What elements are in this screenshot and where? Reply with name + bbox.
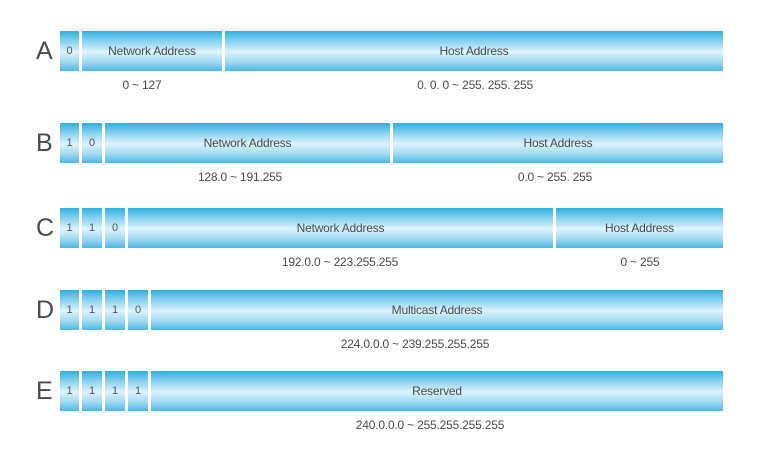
bit-cell: 0 xyxy=(60,31,79,71)
network-address-segment: Network Address xyxy=(82,31,222,71)
network-range: 128.0 ~ 191.255 xyxy=(197,170,283,184)
class-c-row: C 1 1 0 Network Address Host Address 192… xyxy=(0,208,770,298)
host-address-segment: Host Address xyxy=(393,123,723,163)
class-e-row: E 1 1 1 1 Reserved 240.0.0.0 ~ 255.255.2… xyxy=(0,371,770,461)
class-d-row: D 1 1 1 0 Multicast Address 224.0.0.0 ~ … xyxy=(0,290,770,380)
bit-cell: 0 xyxy=(82,123,102,163)
bit-cell: 1 xyxy=(82,208,102,248)
multicast-range: 224.0.0.0 ~ 239.255.255.255 xyxy=(340,337,490,351)
network-range: 0 ~ 127 xyxy=(122,78,162,92)
class-a-row: A 0 Network Address Host Address 0 ~ 127… xyxy=(0,31,770,121)
bit-cell: 1 xyxy=(60,208,79,248)
reserved-range: 240.0.0.0 ~ 255.255.255.255 xyxy=(355,418,505,432)
bit-cell: 1 xyxy=(82,371,102,411)
bit-cell: 0 xyxy=(128,290,148,330)
host-range: 0.0 ~ 255. 255 xyxy=(517,170,593,184)
bit-cell: 1 xyxy=(105,371,125,411)
reserved-segment: Reserved xyxy=(151,371,723,411)
host-address-segment: Host Address xyxy=(225,31,723,71)
class-b-row: B 1 0 Network Address Host Address 128.0… xyxy=(0,123,770,213)
bit-cell: 1 xyxy=(60,123,79,163)
network-address-segment: Network Address xyxy=(105,123,390,163)
multicast-address-segment: Multicast Address xyxy=(151,290,723,330)
network-address-segment: Network Address xyxy=(128,208,553,248)
bit-cell: 1 xyxy=(128,371,148,411)
network-range: 192.0.0 ~ 223.255.255 xyxy=(281,255,399,269)
bit-cell: 0 xyxy=(105,208,125,248)
class-letter: A xyxy=(36,37,53,65)
class-letter: B xyxy=(36,129,53,157)
bit-cell: 1 xyxy=(60,290,79,330)
bit-cell: 1 xyxy=(82,290,102,330)
host-range: 0. 0. 0 ~ 255. 255. 255 xyxy=(417,78,533,92)
host-range: 0 ~ 255 xyxy=(620,255,660,269)
class-letter: E xyxy=(36,377,53,405)
bit-cell: 1 xyxy=(60,371,79,411)
class-letter: C xyxy=(36,214,55,242)
bit-cell: 1 xyxy=(105,290,125,330)
host-address-segment: Host Address xyxy=(556,208,723,248)
class-letter: D xyxy=(36,296,55,324)
